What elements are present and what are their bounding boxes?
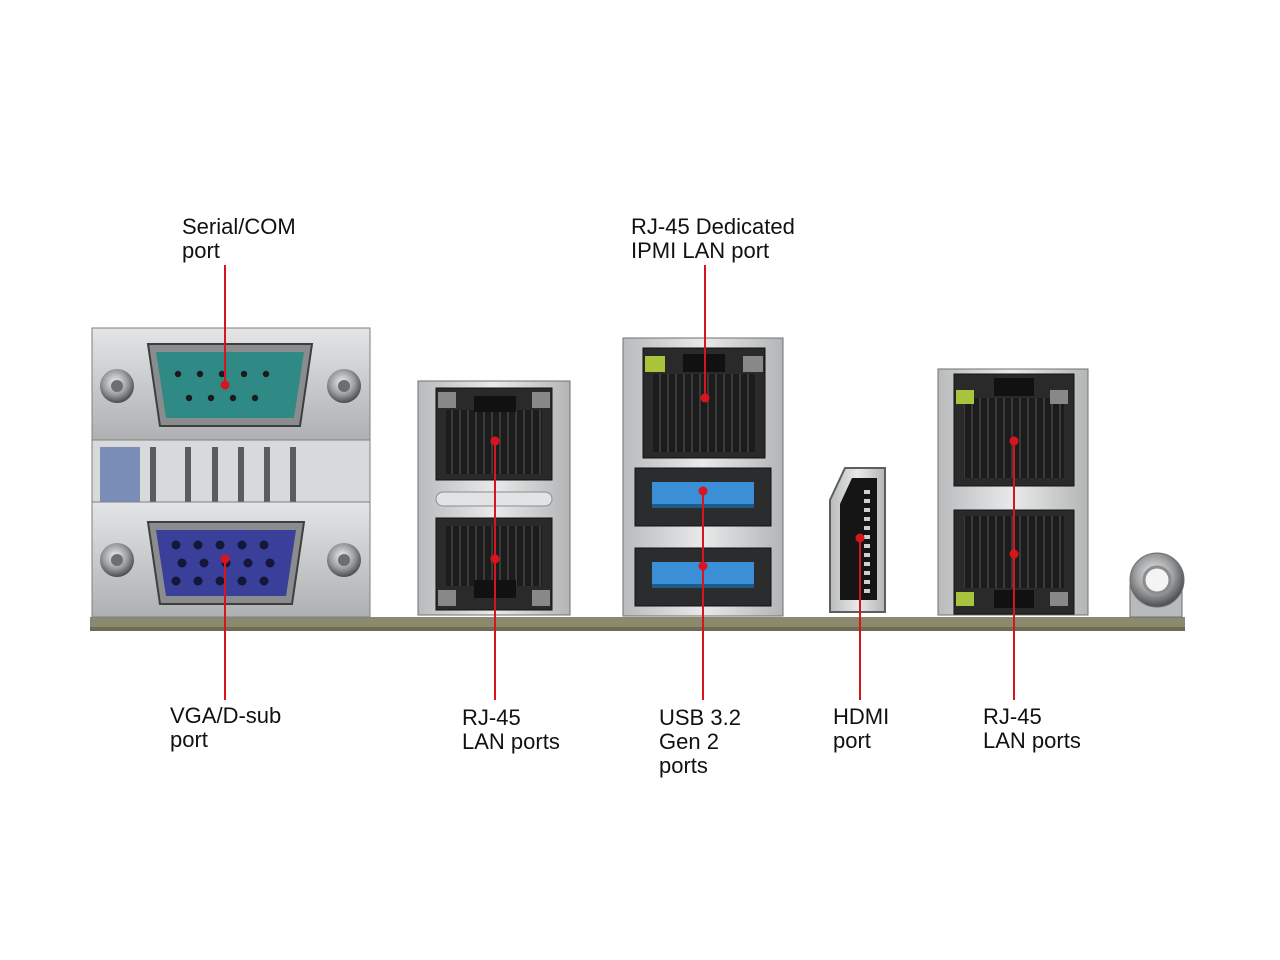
- hdmi-pin: [864, 544, 870, 548]
- serial-pin: [262, 370, 270, 378]
- serial-pin: [240, 370, 248, 378]
- serial-pin: [174, 370, 182, 378]
- serial-pin: [207, 394, 215, 402]
- vga-pin: [193, 576, 203, 586]
- vga-pin: [193, 540, 203, 550]
- hdmi-pin: [864, 517, 870, 521]
- hdmi-pin: [864, 526, 870, 530]
- serial-pin: [196, 370, 204, 378]
- hdmi-pin: [864, 580, 870, 584]
- serial-pin: [229, 394, 237, 402]
- hdmi-port-label: HDMI port: [833, 704, 890, 753]
- vga-pin: [259, 576, 269, 586]
- standoff-icon: [1129, 552, 1185, 618]
- vga-pin: [215, 576, 225, 586]
- vga-pin: [215, 540, 225, 550]
- usb32-gen2-ports-label: USB 3.2 Gen 2 ports: [659, 705, 741, 778]
- hdmi-pin: [864, 562, 870, 566]
- serial-pin: [218, 370, 226, 378]
- vga-pin: [177, 558, 187, 568]
- serial-com-connector: [100, 343, 361, 427]
- hdmi-pin: [864, 571, 870, 575]
- ipmi-lan-port-label: RJ-45 Dedicated IPMI LAN port: [631, 214, 795, 263]
- hdmi-pin: [864, 535, 870, 539]
- serial-pin: [185, 394, 193, 402]
- vga-pin: [237, 576, 247, 586]
- pcb-edge: [90, 617, 1185, 629]
- hdmi-pin: [864, 499, 870, 503]
- hdmi-pin: [864, 589, 870, 593]
- vga-dsub-port-label: VGA/D-sub port: [170, 703, 282, 752]
- serial-pin: [251, 394, 259, 402]
- leader-lines: [220, 265, 1019, 700]
- vga-pin: [171, 540, 181, 550]
- vga-pin: [199, 558, 209, 568]
- rj45-lan-ports-left-label: RJ-45 LAN ports: [462, 705, 560, 754]
- hdmi-pin: [864, 490, 870, 494]
- vga-pin: [237, 540, 247, 550]
- hdmi-pin: [864, 553, 870, 557]
- vga-pin: [259, 540, 269, 550]
- vga-pin: [171, 576, 181, 586]
- serial-vga-stack: [91, 327, 371, 618]
- serial-com-port-label: Serial/COM port: [182, 214, 296, 263]
- vga-pin: [265, 558, 275, 568]
- rj45-lan-ports-right-label: RJ-45 LAN ports: [983, 704, 1081, 753]
- vga-pin: [243, 558, 253, 568]
- hdmi-pin: [864, 508, 870, 512]
